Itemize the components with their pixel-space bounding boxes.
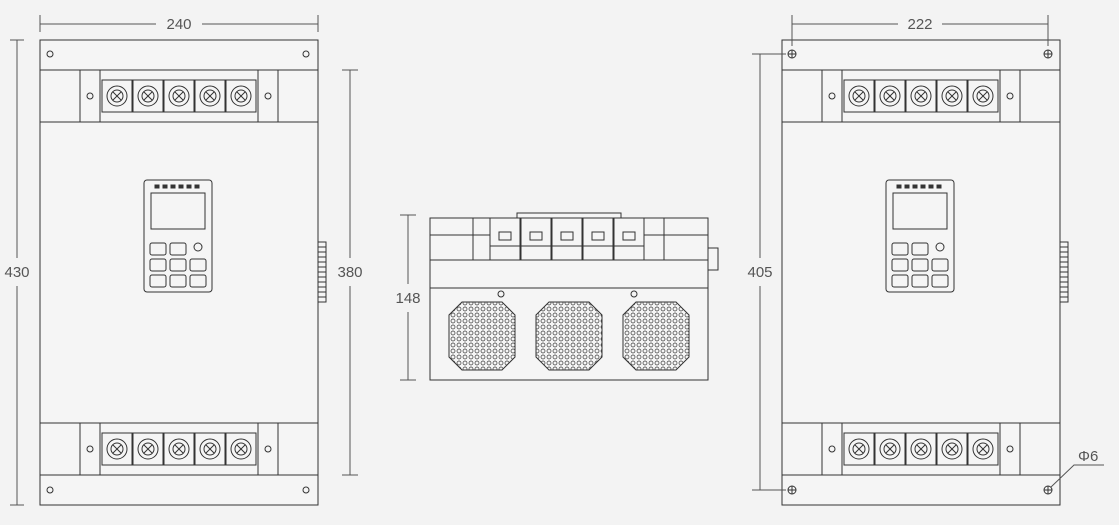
hole-diameter-leader xyxy=(1050,464,1104,488)
rear-side-connector xyxy=(1059,241,1069,303)
front-side-connector xyxy=(317,241,327,303)
rear-width-dimension xyxy=(791,15,1049,46)
hole-diameter-label: Φ6 xyxy=(1078,448,1098,465)
rear-width-label: 222 xyxy=(907,16,932,33)
front-mount-height-label: 380 xyxy=(337,264,362,281)
bottom-terminal-block xyxy=(79,422,279,476)
rear-mounting-holes xyxy=(787,49,1053,495)
front-width-label: 240 xyxy=(166,16,191,33)
top-terminal-block xyxy=(79,69,279,123)
front-height-label: 430 xyxy=(4,264,29,281)
side-view xyxy=(429,212,719,381)
rear-keypad-panel xyxy=(885,179,955,293)
rear-height-dimension xyxy=(752,53,786,491)
rear-bottom-terminal-block xyxy=(821,422,1021,476)
side-breakers xyxy=(489,217,645,261)
front-width-dimension xyxy=(39,15,319,32)
rear-view xyxy=(781,39,1069,506)
rear-top-terminal-block xyxy=(821,69,1021,123)
front-keypad-panel xyxy=(143,179,213,293)
side-vent-grilles xyxy=(448,301,690,371)
front-height-dimension xyxy=(10,39,24,506)
rear-height-label: 405 xyxy=(747,264,772,281)
front-mount-height-dimension xyxy=(342,69,358,476)
side-height-label: 148 xyxy=(395,290,420,307)
front-view xyxy=(39,39,327,506)
side-height-dimension xyxy=(400,214,416,381)
